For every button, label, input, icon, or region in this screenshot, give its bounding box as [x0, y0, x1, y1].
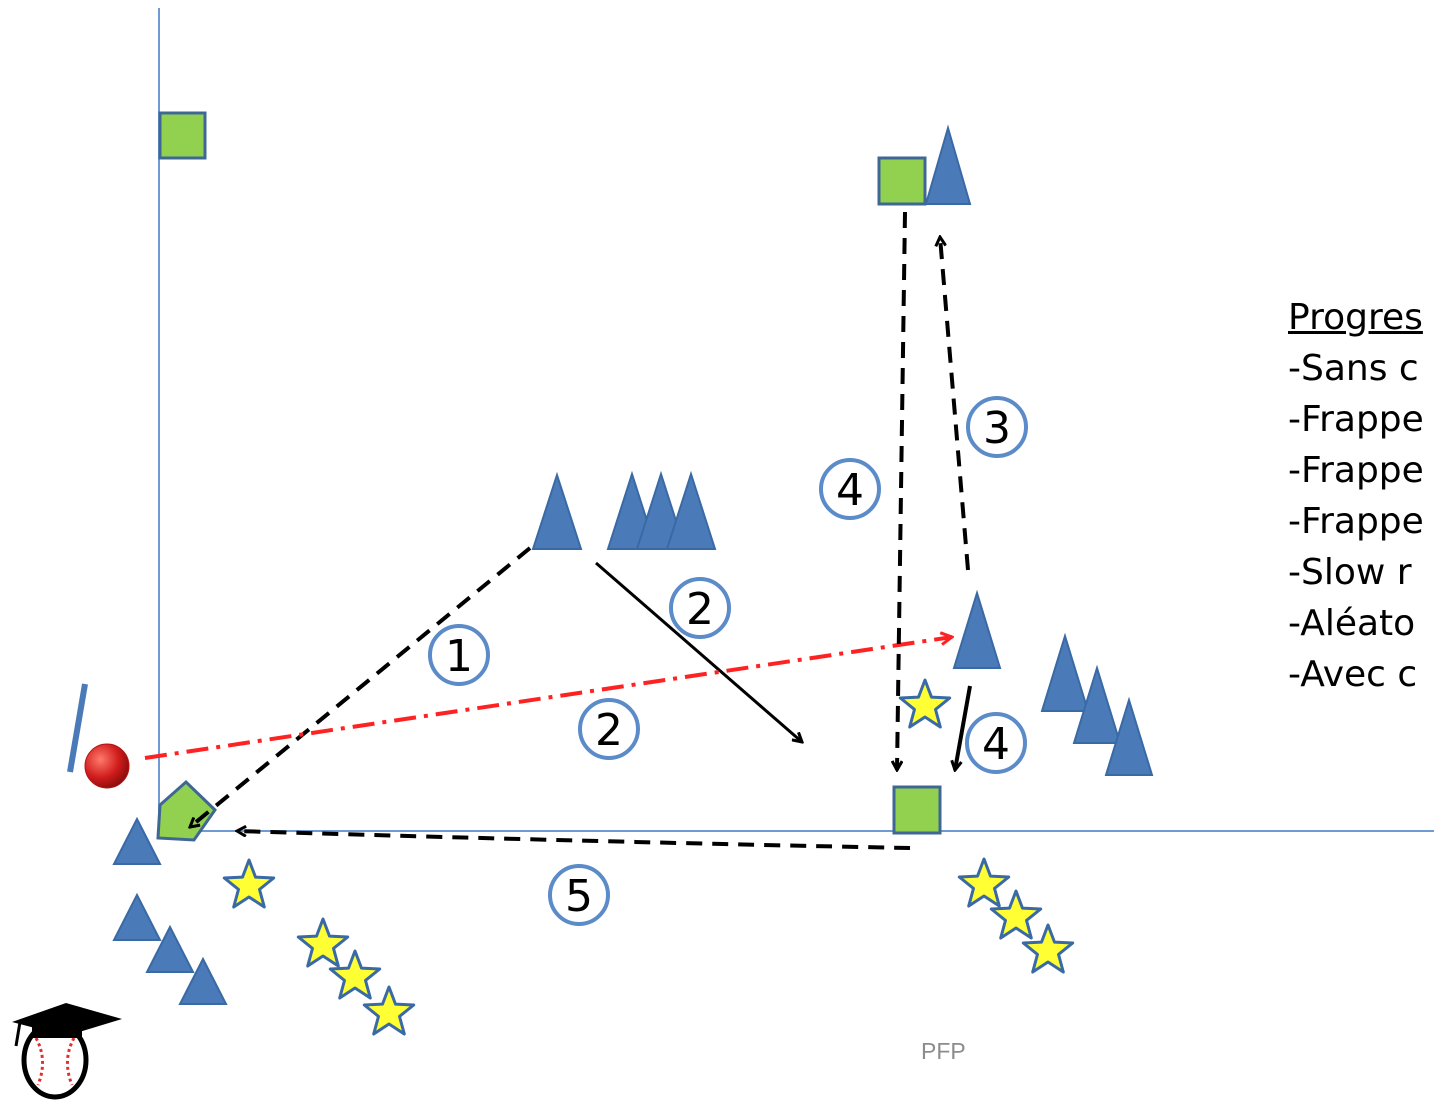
step-2b-label: 2 — [595, 705, 623, 756]
runner-home-queue-3 — [362, 985, 416, 1036]
step-5-label: 5 — [565, 871, 593, 922]
player-right-queue-2 — [1072, 664, 1122, 744]
runner-right-queue-2 — [989, 889, 1043, 940]
progressions-list: -Sans c -Frappe -Frappe -Frappe -Slow r -Aléa… — [1288, 343, 1434, 700]
runner-home-queue-2 — [328, 949, 382, 1000]
runner-right-queue-1 — [957, 857, 1011, 908]
ball — [84, 743, 130, 789]
player-queue-3 — [665, 470, 717, 550]
step-1-label: 1 — [445, 631, 473, 682]
step-3-circle — [966, 396, 1028, 458]
step-4b-label: 4 — [982, 719, 1010, 770]
path-4-arrow-long — [897, 211, 907, 770]
step-2b-circle — [578, 698, 640, 760]
third-base — [158, 111, 207, 160]
footer-text: PFP — [921, 1038, 966, 1064]
throw-path-arrow — [144, 637, 952, 760]
path-5-arrow — [237, 831, 911, 850]
runner-first-base — [898, 678, 952, 729]
first-base — [892, 785, 942, 835]
bat — [67, 683, 88, 773]
runner-right-queue-3 — [1021, 923, 1075, 974]
home-plate — [156, 779, 217, 842]
runner-home-1 — [222, 858, 276, 909]
step-1-circle — [428, 624, 490, 686]
player-left-queue-2 — [145, 924, 195, 973]
player-second-base — [924, 124, 972, 205]
step-4a-circle — [819, 458, 881, 520]
progression-item: -Frappe — [1288, 399, 1424, 440]
path-2-arrow — [595, 561, 802, 742]
path-1-arrow — [190, 546, 532, 827]
progressions-panel: Progres -Sans c -Frappe -Frappe -Frappe -Slo… — [1288, 292, 1434, 700]
step-2a-circle — [669, 577, 731, 639]
runner-home-queue-1 — [296, 917, 350, 968]
player-left-queue-3 — [178, 956, 228, 1005]
second-base — [877, 156, 927, 206]
progression-item: -Slow r — [1288, 552, 1412, 593]
step-3-label: 3 — [983, 403, 1011, 454]
step-4a-label: 4 — [836, 465, 864, 516]
player-catcher — [112, 816, 162, 865]
player-right-queue-1 — [1040, 632, 1090, 712]
player-left-queue-1 — [112, 892, 162, 941]
progression-item: -Frappe — [1288, 501, 1424, 542]
step-5-circle — [548, 864, 610, 926]
player-shortstop — [531, 471, 583, 550]
progressions-title: Progres — [1288, 297, 1423, 338]
player-first-base — [952, 589, 1002, 669]
step-4b-circle — [965, 712, 1027, 774]
progression-item: -Frappe — [1288, 450, 1424, 491]
player-right-queue-3 — [1104, 696, 1154, 776]
path-4-arrow-short — [955, 685, 972, 770]
path-3-arrow — [940, 237, 970, 571]
progression-item: -Sans c — [1288, 348, 1419, 389]
progression-item: -Avec c — [1288, 654, 1418, 695]
step-2a-label: 2 — [686, 584, 714, 635]
progression-item: -Aléato — [1288, 603, 1416, 644]
coach-logo — [12, 1003, 122, 1100]
